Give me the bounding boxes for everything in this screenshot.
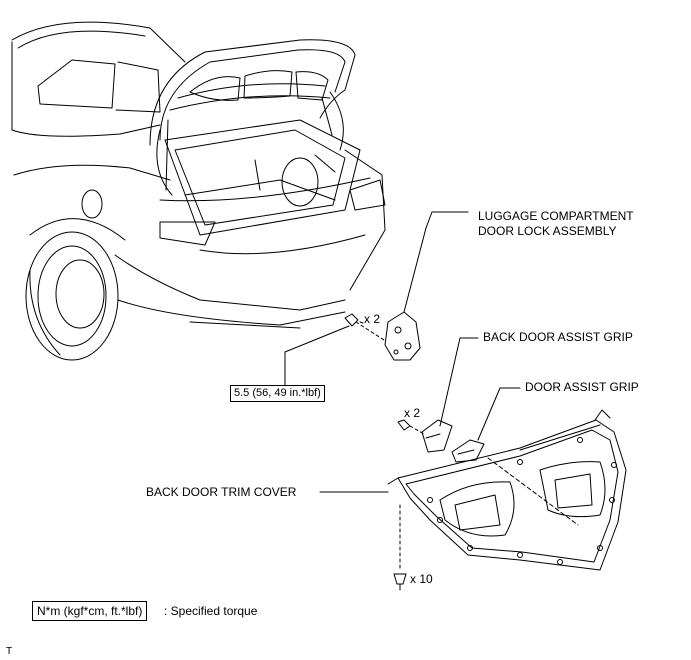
lock-bolt-quantity: x 2 (364, 312, 381, 326)
lock-assembly-label-line-2: DOOR LOCK ASSEMBLY (478, 224, 617, 238)
footer-mark: T (6, 646, 13, 657)
car-illustration (11, 21, 386, 361)
lock-assembly-label-line-1: LUGGAGE COMPARTMENT (478, 209, 634, 223)
back-door-assist-grip-part (397, 337, 479, 453)
door-assist-grip-part (451, 387, 521, 463)
torque-legend-unit-box: N*m (kgf*cm, ft.*lbf) (32, 601, 148, 621)
lock-bolt-part (344, 313, 385, 341)
grip-screw-quantity: x 2 (404, 406, 421, 420)
door-lock-assembly-part (384, 211, 469, 361)
door-assist-grip-label: DOOR ASSIST GRIP (525, 380, 639, 394)
torque-leader-line (284, 325, 350, 386)
torque-specification-box: 5.5 (56, 49 in.*lbf) (230, 385, 325, 402)
trim-clip-part (393, 504, 407, 591)
back-door-assist-grip-label: BACK DOOR ASSIST GRIP (483, 330, 633, 344)
back-door-trim-cover-part (387, 409, 627, 571)
torque-legend-description: : Specified torque (164, 604, 258, 618)
clip-quantity: x 10 (410, 572, 433, 586)
back-door-trim-cover-label: BACK DOOR TRIM COVER (146, 485, 297, 499)
